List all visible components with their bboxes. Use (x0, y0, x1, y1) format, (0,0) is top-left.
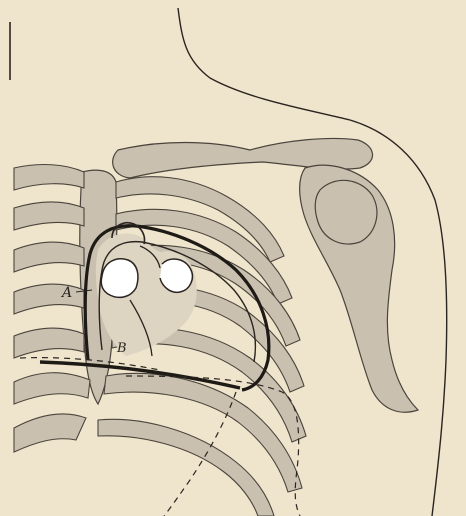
left-rib-5 (14, 328, 84, 358)
left-rib-3 (14, 242, 84, 272)
left-rib-4 (14, 284, 84, 314)
left-rib-1 (14, 165, 84, 190)
humerus-head (315, 180, 377, 244)
left-rib-7 (14, 414, 86, 452)
left-rib-2 (14, 202, 84, 230)
right-rib-7 (98, 419, 274, 516)
label-a: A (62, 286, 72, 300)
atrium-left (101, 259, 138, 298)
left-ribs (14, 165, 90, 452)
atrium-right (160, 259, 192, 292)
label-b: B (117, 342, 127, 355)
left-rib-6 (14, 373, 90, 404)
